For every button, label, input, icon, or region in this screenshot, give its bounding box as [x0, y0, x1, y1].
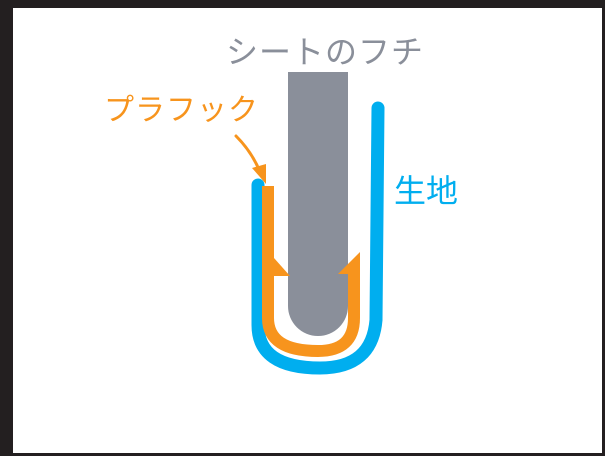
fabric-shape: [251, 101, 385, 375]
plastic-hook-shape: [262, 186, 360, 357]
sheet-edge-label: シートのフチ: [226, 33, 425, 71]
plastic-hook-right-barb: [338, 252, 360, 274]
sheet-edge-shape: [288, 72, 348, 336]
callout-arrow-line: [234, 134, 262, 174]
fabric-label: 生地: [394, 172, 459, 210]
plastic-hook-label: プラフック: [104, 93, 259, 128]
plastic-hook-left-barb: [274, 258, 290, 276]
callout-arrowhead-icon: [252, 164, 266, 184]
